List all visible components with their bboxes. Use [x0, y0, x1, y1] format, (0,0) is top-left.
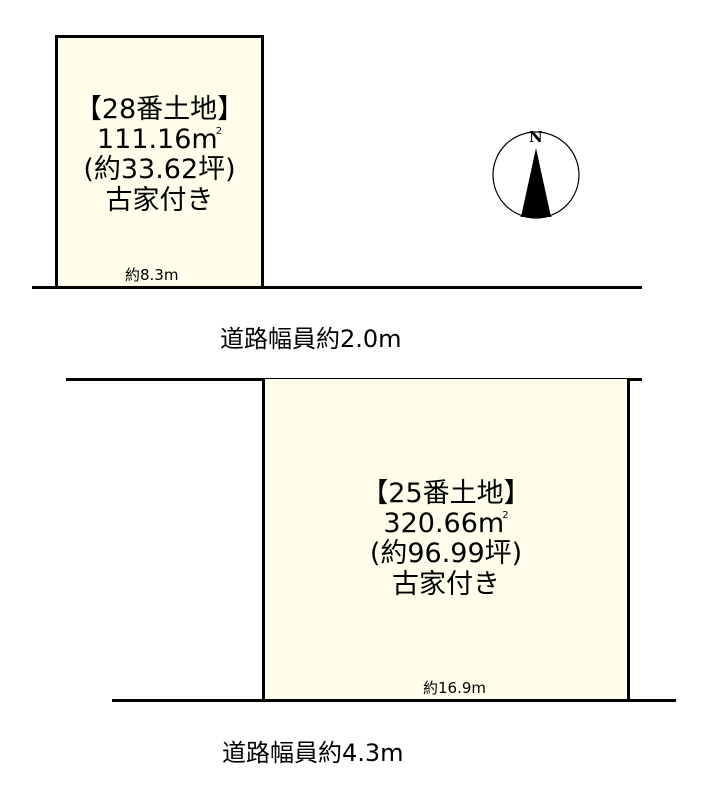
- plot-25-area: 320.66m2: [262, 509, 630, 539]
- plot-25-area-sup: 2: [502, 510, 509, 522]
- plot-28-frontage: 約8.3m: [125, 266, 179, 284]
- plot-28-area: 111.16m2: [55, 125, 264, 155]
- plot-25-outline: [262, 379, 630, 701]
- plot-25-tsubo: (約96.99坪): [369, 538, 523, 570]
- plot-25-frontage: 約16.9m: [423, 679, 487, 697]
- plot-28-tsubo: (約33.62坪): [83, 154, 236, 186]
- plot-25-area-value: 320.66m: [383, 508, 505, 540]
- road-2-edge-line: [112, 699, 676, 702]
- compass-north-label: N: [529, 128, 543, 146]
- plot-28-label: 【28番土地】 111.16m2 (約33.62坪) 古家付き: [55, 94, 264, 216]
- north-compass-icon: N: [490, 128, 582, 220]
- road-1-edge-line: [32, 286, 642, 289]
- road-1-width-label: 道路幅員約2.0m: [220, 325, 402, 353]
- plot-25-label: 【25番土地】 320.66m2 (約96.99坪) 古家付き: [262, 478, 630, 600]
- plot-25-note: 古家付き: [392, 568, 500, 600]
- plot-28-area-value: 111.16m: [96, 124, 218, 156]
- plot-28-outline: [55, 35, 264, 289]
- plot-25-title: 【25番土地】: [361, 478, 531, 509]
- plot-28-area-sup: 2: [215, 126, 223, 138]
- plot-28-title: 【28番土地】: [74, 94, 245, 125]
- plot-28-note: 古家付き: [105, 184, 214, 216]
- road-2-width-label: 道路幅員約4.3m: [222, 739, 404, 767]
